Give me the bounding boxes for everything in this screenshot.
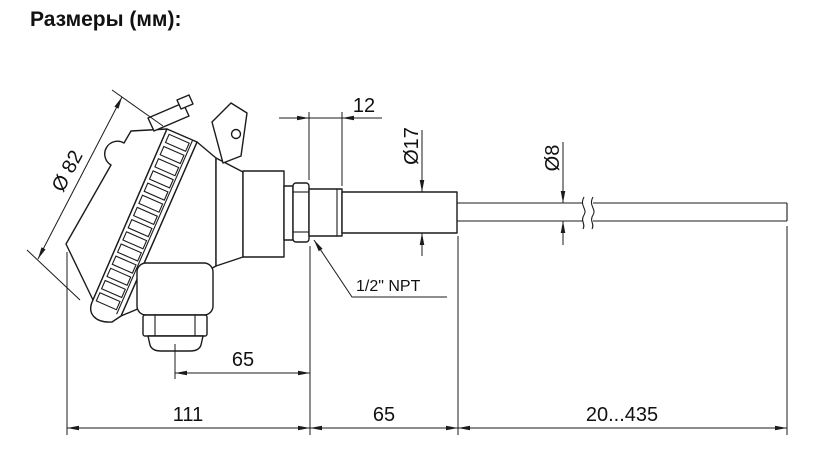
thread-type-label: 1/2" NPT (356, 278, 421, 295)
lid-rim-band (90, 128, 198, 323)
neck-cylinder (242, 170, 285, 258)
lid-latch-tab (176, 94, 194, 110)
head-neck (215, 157, 244, 267)
dim-head-diameter-label: Ø 82 (48, 147, 88, 196)
cable-gland-dome (147, 335, 204, 352)
cable-gland-boss (136, 262, 214, 316)
hinge-bracket (211, 102, 248, 164)
head-lid-face (65, 128, 168, 301)
page-title: Размеры (мм): (30, 8, 182, 31)
lid-knurl-ribs (95, 133, 190, 311)
dim-sheath-diameter: Ø17 (401, 127, 425, 256)
dim-probe-diameter: Ø8 (542, 142, 566, 245)
probe-rod (457, 202, 788, 222)
dim-gland-offset-label: 65 (232, 349, 254, 371)
connection-head (65, 94, 248, 352)
sheath (341, 191, 458, 234)
lid-latch-bar (147, 102, 190, 132)
break-symbol (581, 196, 595, 230)
lid-rim-inner-line (116, 139, 194, 315)
dim-thread-length: 12 (279, 95, 382, 186)
dim-sheath-length-label: 65 (373, 404, 395, 426)
dim-gland-offset: 65 (174, 344, 310, 379)
process-fitting (242, 170, 788, 258)
washer-step (283, 185, 294, 241)
cable-gland-hex (142, 314, 208, 337)
dim-immersion-length-label: 20...435 (586, 404, 658, 426)
dim-head-width-label: 111 (173, 404, 203, 426)
dim-sheath-diameter-label: Ø17 (401, 127, 423, 165)
dim-probe-diameter-label: Ø8 (542, 145, 564, 172)
dim-thread-length-label: 12 (353, 95, 375, 117)
hinge-notch (230, 128, 242, 140)
thread-type-callout: 1/2" NPT (313, 239, 447, 298)
dim-bottom-chain: 111 65 20...435 (66, 226, 788, 435)
